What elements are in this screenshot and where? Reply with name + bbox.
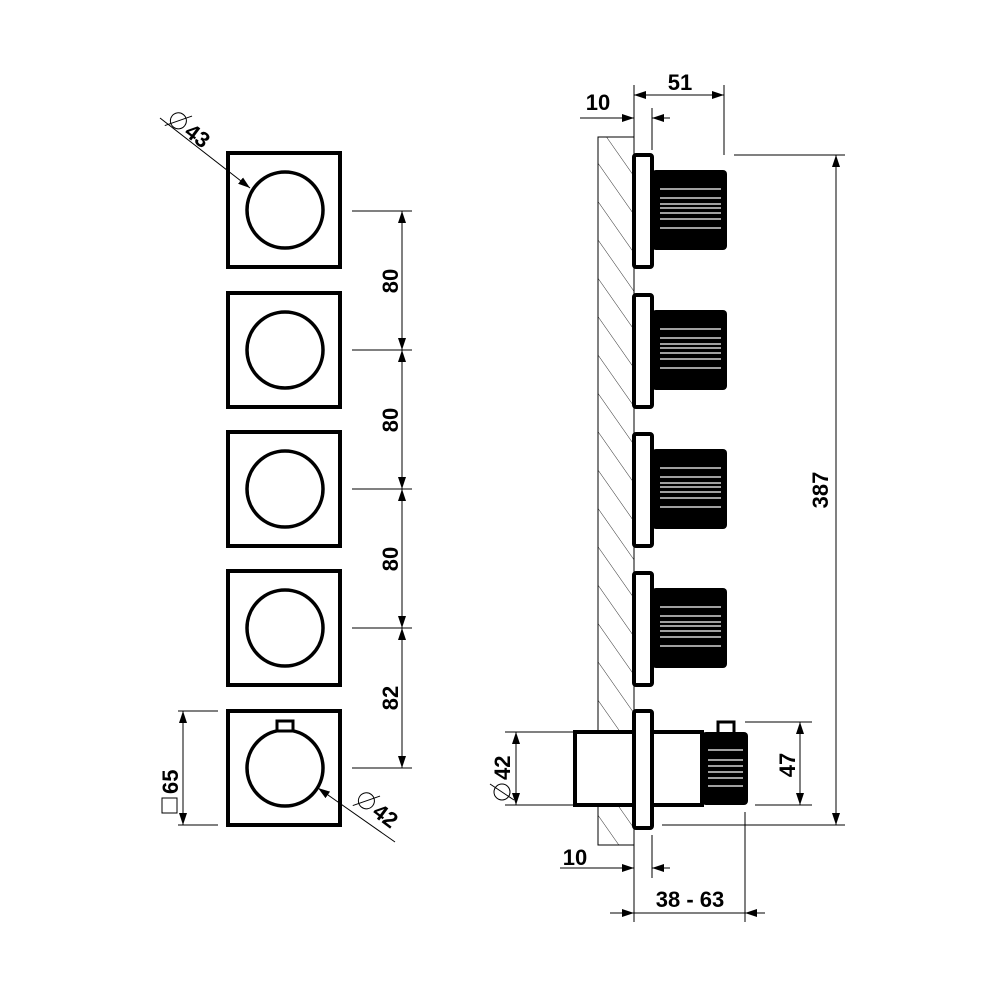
diameter-symbol-icon <box>493 783 511 801</box>
total-height-label: 387 <box>808 472 833 509</box>
plate-thickness-label: 10 <box>563 845 587 870</box>
thermostat-knob <box>702 732 748 805</box>
thermostat-tab <box>275 719 295 733</box>
spacing-label-4: 82 <box>378 686 403 710</box>
side-knob <box>652 310 727 390</box>
knob-circle <box>245 728 325 808</box>
square-symbol-icon <box>161 797 178 814</box>
side-plate <box>632 432 654 548</box>
plate-size-label: 65 <box>158 770 183 794</box>
diameter-symbol-icon <box>357 792 375 810</box>
diameter-symbol-icon <box>169 112 187 130</box>
side-plate <box>632 293 654 409</box>
side-knob <box>652 449 727 529</box>
side-view <box>573 136 748 846</box>
knob-circle <box>245 588 325 668</box>
knob-circle <box>245 310 325 390</box>
spacing-label-1: 80 <box>378 269 403 293</box>
knob-depth-label: 51 <box>668 70 692 95</box>
side-knob <box>652 588 727 668</box>
knob-circle <box>245 170 325 250</box>
side-dimensions: 10 51 387 47 42 10 38 - 63 <box>489 70 845 922</box>
cylinder-diameter-label: 42 <box>490 756 515 780</box>
bottom-plate-side <box>632 709 654 830</box>
front-view <box>226 151 342 827</box>
spacing-label-3: 80 <box>378 547 403 571</box>
knob-circle <box>245 449 325 529</box>
front-dimensions: 80 80 80 82 65 43 42 <box>158 112 412 843</box>
side-plate <box>632 571 654 687</box>
thermostat-height-label: 47 <box>775 753 800 777</box>
wall-thickness-label: 10 <box>586 90 610 115</box>
adjustable-depth-label: 38 - 63 <box>656 887 725 912</box>
side-plate <box>632 153 654 269</box>
spacing-label-2: 80 <box>378 408 403 432</box>
wall-section <box>597 136 635 846</box>
side-knob <box>652 170 727 250</box>
